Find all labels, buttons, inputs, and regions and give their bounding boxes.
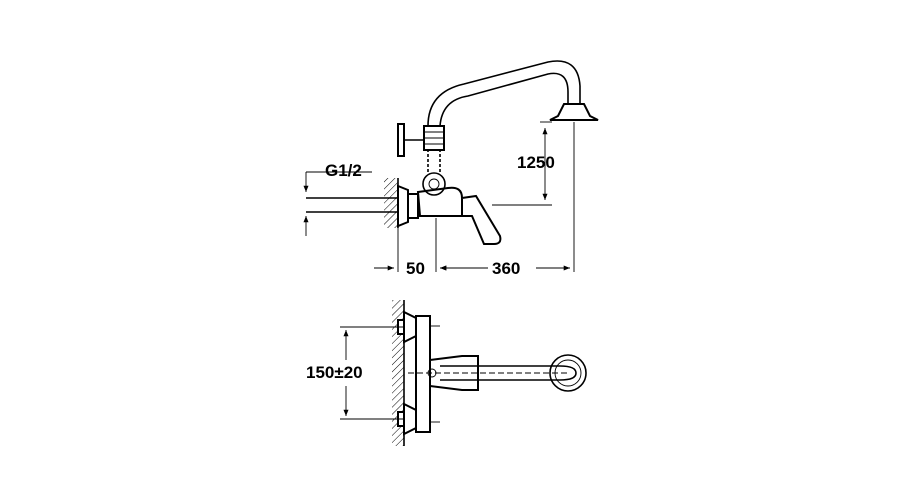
wall-offset-label: 50	[406, 259, 425, 278]
shower-head-top	[549, 354, 587, 392]
wall-hatch-top	[392, 300, 404, 446]
shower-head	[549, 103, 599, 121]
inlet-spacing-label: 150±20	[306, 363, 363, 382]
thread-size-label: G1/2	[325, 161, 362, 180]
height-label: 1250	[517, 153, 555, 172]
top-view: 150±20	[306, 300, 587, 446]
upper-inlet-flange	[403, 310, 417, 344]
wall-hatch-side	[384, 178, 398, 228]
lower-inlet-flange	[403, 402, 417, 436]
spout-arm-top	[440, 365, 577, 381]
side-view: G1/2 1250	[303, 60, 599, 278]
reach-label: 360	[492, 259, 520, 278]
spout-arm-outer	[427, 60, 581, 127]
eccentric-nut	[407, 193, 419, 219]
mixer-body	[416, 186, 463, 217]
lever-handle	[461, 194, 502, 245]
wall-flange	[397, 184, 409, 228]
valve-handle	[397, 123, 405, 157]
spout-arm-inner	[439, 72, 569, 127]
swivel-joint	[422, 172, 446, 196]
